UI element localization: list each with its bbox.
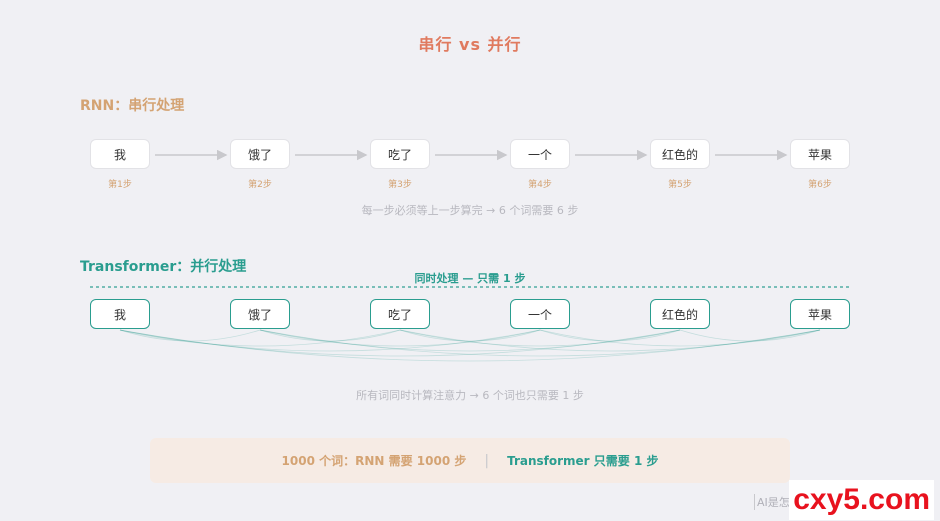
sync-label: 同时处理 — 只需 1 步: [414, 272, 526, 285]
rnn-word-node: 我: [90, 139, 150, 169]
tf-word-node: 吃了: [370, 299, 430, 329]
attention-curve: [399, 329, 681, 347]
tf-word-node: 我: [90, 299, 150, 329]
site-logo: cxy5.com: [789, 480, 934, 520]
rnn-word-node: 吃了: [370, 139, 430, 169]
tf-word-node: 苹果: [790, 299, 850, 329]
attention-curve: [119, 329, 261, 342]
rnn-heading: RNN：串行处理: [80, 98, 185, 114]
rnn-step-label: 第6步: [808, 180, 832, 190]
attention-curve: [679, 329, 821, 342]
attention-curves: [119, 329, 821, 362]
attention-curve: [539, 329, 821, 347]
attention-curve: [259, 329, 541, 347]
tf-word-node: 红色的: [650, 299, 710, 329]
rnn-step-label: 第2步: [248, 180, 272, 190]
rnn-step-label: 第3步: [388, 180, 412, 190]
attention-curve: [119, 329, 401, 347]
attention-curve: [259, 329, 821, 357]
attention-curve: [119, 329, 821, 362]
attention-curve: [399, 329, 821, 352]
comparison-transformer-text: Transformer 只需要 1 步: [507, 454, 659, 468]
attention-curve: [259, 329, 401, 342]
tf-word-node: 饿了: [230, 299, 290, 329]
rnn-word-node: 饿了: [230, 139, 290, 169]
tf-word-node: 一个: [510, 299, 570, 329]
comparison-box: 1000 个词：RNN 需要 1000 步 | Transformer 只需要 …: [150, 438, 790, 483]
rnn-word-node: 红色的: [650, 139, 710, 169]
rnn-note: 每一步必须等上一步算完 → 6 个词需要 6 步: [361, 204, 579, 217]
comparison-separator: |: [484, 452, 490, 469]
page-title: 串行 vs 并行: [418, 35, 522, 54]
attention-curve: [539, 329, 681, 342]
rnn-step-label: 第5步: [668, 180, 692, 190]
rnn-step-label: 第4步: [528, 180, 552, 190]
attention-curve: [399, 329, 541, 342]
transformer-note: 所有词同时计算注意力 → 6 个词也只需要 1 步: [356, 389, 584, 402]
attention-curve: [119, 329, 681, 357]
attention-curve: [119, 329, 541, 352]
rnn-word-node: 苹果: [790, 139, 850, 169]
rnn-step-label: 第1步: [108, 180, 132, 190]
attention-curve: [259, 329, 681, 352]
rnn-word-node: 一个: [510, 139, 570, 169]
comparison-rnn-text: 1000 个词：RNN 需要 1000 步: [281, 454, 467, 468]
transformer-heading: Transformer：并行处理: [80, 259, 247, 275]
